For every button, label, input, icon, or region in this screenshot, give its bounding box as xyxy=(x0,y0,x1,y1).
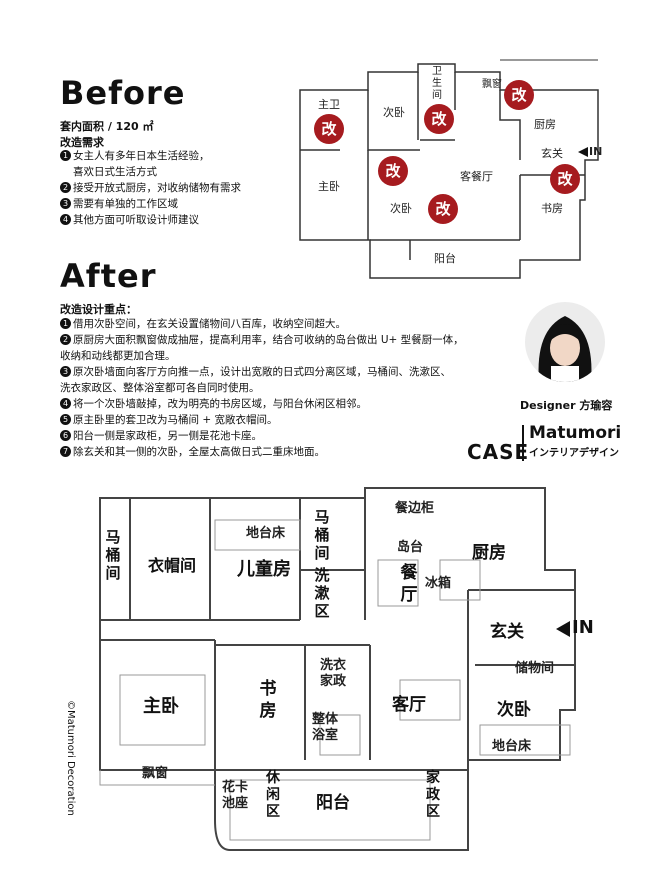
plan-kids: 儿童房 xyxy=(237,559,291,580)
plan-entrance: 玄关 xyxy=(490,622,524,642)
plan-dining: 餐厅 xyxy=(400,563,418,605)
plan-housework: 家政区 xyxy=(426,770,440,820)
plan-sideboard: 餐边柜 xyxy=(395,501,435,516)
renovate-marker: 改 xyxy=(504,80,534,110)
plan-fridge: 冰箱 xyxy=(425,576,452,591)
plan-wash: 洗漱区 xyxy=(314,566,330,620)
before-area: 套内面积 / 120 ㎡ xyxy=(60,120,154,133)
plan-balcony: 阳台 xyxy=(316,793,350,813)
plan-leisure: 休闲区 xyxy=(266,770,280,820)
brand-name: Matumori xyxy=(529,423,622,443)
after-title: After xyxy=(60,257,157,295)
before-bay-label: 飘窗 xyxy=(482,79,502,90)
plan-storage: 储物间 xyxy=(515,661,555,676)
plan-living: 客厅 xyxy=(392,695,426,715)
plan-master: 主卧 xyxy=(143,696,179,717)
designer-label: Designer 方瑜容 xyxy=(520,399,613,412)
portrait-illustration xyxy=(538,316,592,382)
needs-title: 改造需求 xyxy=(60,136,104,149)
before-balcony-label: 阳台 xyxy=(434,252,456,265)
plan-bath: 整体浴室 xyxy=(312,712,339,743)
plan-kitchen: 厨房 xyxy=(472,543,506,563)
plan-in: IN xyxy=(572,617,594,638)
plan-cloak: 衣帽间 xyxy=(148,556,197,575)
designer-avatar xyxy=(525,302,605,382)
before-study-label: 书房 xyxy=(541,202,563,215)
after-walls xyxy=(99,487,576,851)
before-living-label: 客餐厅 xyxy=(460,170,493,183)
plan-toilet1: 马桶间 xyxy=(314,508,330,562)
plan-tatami1: 地台床 xyxy=(246,526,286,541)
before-walls xyxy=(299,59,599,279)
plan-bay: 飘窗 xyxy=(142,766,169,781)
brand-case: CASE xyxy=(467,440,530,464)
before-second-bed1-label: 次卧 xyxy=(383,106,405,119)
plan-island: 岛台 xyxy=(397,540,424,555)
renovate-marker: 改 xyxy=(550,164,580,194)
before-entrance-label: 玄关 xyxy=(541,147,563,160)
renovate-marker: 改 xyxy=(428,194,458,224)
plan-toilet2: 马桶间 xyxy=(105,528,121,582)
renovate-marker: 改 xyxy=(314,114,344,144)
renovate-marker: 改 xyxy=(378,156,408,186)
before-master-bath-label: 主卫 xyxy=(318,98,340,111)
brand-divider xyxy=(522,425,524,461)
in-arrow-icon xyxy=(556,621,570,637)
plan-study: 书房 xyxy=(259,679,277,721)
point-item-cont: 收纳和动线都更加合理。 xyxy=(60,350,176,362)
plan-tatami2: 地台床 xyxy=(492,739,532,754)
before-in-label: IN xyxy=(589,145,603,158)
before-floorplan: 主卫 次卧 卫生间 飘窗 厨房 玄关 IN 主卧 次卧 客餐厅 书房 阳台 改 … xyxy=(0,0,660,290)
brand-sub: インテリアデザイン xyxy=(529,448,619,459)
before-kitchen-label: 厨房 xyxy=(534,118,556,131)
before-title: Before xyxy=(60,74,186,112)
points-title: 改造设计重点： xyxy=(60,303,137,316)
before-master-bed-label: 主卧 xyxy=(318,180,340,193)
before-bath-label: 卫生间 xyxy=(432,66,442,101)
renovate-marker: 改 xyxy=(424,104,454,134)
plan-laundry: 洗衣家政 xyxy=(320,658,347,689)
plan-flower: 花卡池座 xyxy=(222,780,249,811)
plan-second: 次卧 xyxy=(497,700,531,720)
need-item-1b: 喜欢日式生活方式 xyxy=(73,166,157,178)
before-second-bed2-label: 次卧 xyxy=(390,202,412,215)
point-item-cont: 洗衣家政区、整体浴室都可各自同时使用。 xyxy=(60,382,260,394)
after-floorplan: 餐边柜 地台床 马桶间 马桶间 衣帽间 儿童房 洗漱区 岛台 餐厅 厨房 冰箱 … xyxy=(0,480,660,884)
